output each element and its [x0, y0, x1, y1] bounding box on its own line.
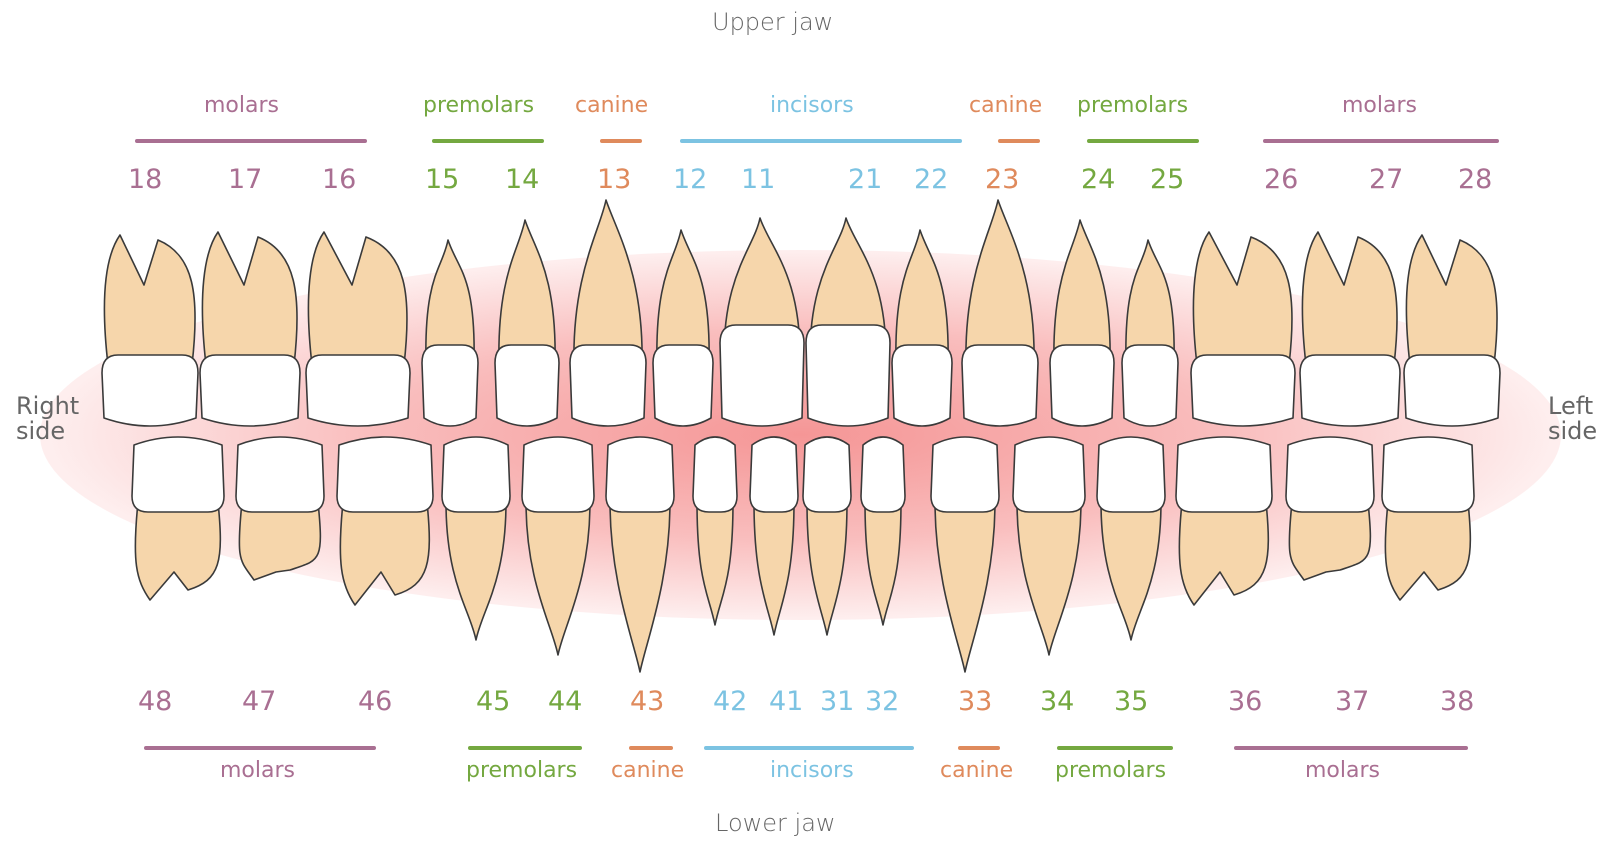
tooth-crown — [606, 437, 674, 512]
lower-tooth-46 — [337, 437, 433, 605]
upper-tooth-28 — [1404, 235, 1500, 426]
lower-tooth-44 — [522, 437, 594, 655]
tooth-root — [966, 200, 1034, 365]
tooth-crown — [1050, 345, 1114, 426]
tooth-crown — [750, 437, 798, 512]
tooth-crown — [1122, 345, 1178, 426]
tooth-crown — [1286, 437, 1374, 512]
tooth-crown — [803, 437, 851, 512]
tooth-root — [807, 502, 847, 635]
tooth-crown — [892, 345, 952, 426]
tooth-root — [697, 502, 733, 625]
lower-tooth-45 — [442, 437, 510, 640]
lower-tooth-34 — [1013, 437, 1085, 655]
tooth-root — [446, 502, 506, 640]
tooth-crown — [1404, 355, 1500, 426]
lower-tooth-48 — [132, 437, 224, 600]
lower-tooth-43 — [606, 437, 674, 672]
upper-tooth-16 — [306, 232, 410, 426]
tooth-crown — [442, 437, 510, 512]
upper-tooth-17 — [200, 232, 300, 426]
tooth-crown — [962, 345, 1038, 426]
tooth-crown — [1191, 355, 1295, 426]
upper-tooth-26 — [1191, 232, 1295, 426]
tooth-root — [1054, 220, 1110, 365]
lower-tooth-36 — [1176, 437, 1272, 605]
tooth-crown — [200, 355, 300, 426]
tooth-root — [935, 502, 995, 672]
tooth-crown — [522, 437, 594, 512]
lower-tooth-32 — [861, 437, 905, 625]
lower-tooth-31 — [803, 437, 851, 635]
tooth-crown — [236, 437, 324, 512]
upper-tooth-21 — [806, 218, 890, 426]
tooth-root — [1193, 232, 1292, 365]
upper-tooth-12 — [653, 230, 713, 426]
tooth-root — [1017, 502, 1081, 655]
tooth-crown — [720, 325, 804, 426]
lower-tooth-41 — [750, 437, 798, 635]
tooth-crown — [102, 355, 198, 426]
tooth-crown — [495, 345, 559, 426]
upper-tooth-24 — [1050, 220, 1114, 426]
tooth-root — [308, 232, 407, 365]
tooth-root — [499, 220, 555, 365]
lower-tooth-42 — [693, 437, 737, 625]
upper-tooth-14 — [495, 220, 559, 426]
upper-tooth-11 — [720, 218, 804, 426]
tooth-crown — [570, 345, 646, 426]
tooth-root — [1385, 502, 1470, 600]
tooth-root — [135, 502, 220, 600]
upper-tooth-25 — [1122, 240, 1178, 426]
tooth-root — [202, 232, 297, 365]
lower-tooth-37 — [1286, 437, 1374, 580]
tooth-root — [865, 502, 901, 625]
tooth-crown — [931, 437, 999, 512]
tooth-crown — [132, 437, 224, 512]
tooth-root — [1406, 235, 1497, 365]
tooth-root — [239, 502, 320, 580]
upper-tooth-22 — [892, 230, 952, 426]
lower-tooth-33 — [931, 437, 999, 672]
lower-tooth-47 — [236, 437, 324, 580]
upper-tooth-13 — [570, 200, 646, 426]
tooth-crown — [306, 355, 410, 426]
tooth-crown — [693, 437, 737, 512]
upper-tooth-15 — [422, 240, 478, 426]
tooth-crown — [806, 325, 890, 426]
tooth-crown — [1176, 437, 1272, 512]
tooth-root — [104, 235, 195, 365]
tooth-crown — [1013, 437, 1085, 512]
tooth-root — [574, 200, 642, 365]
tooth-crown — [861, 437, 905, 512]
lower-tooth-38 — [1382, 437, 1474, 600]
tooth-root — [526, 502, 590, 655]
tooth-root — [340, 502, 429, 605]
tooth-root — [610, 502, 670, 672]
tooth-root — [1179, 502, 1268, 605]
tooth-crown — [422, 345, 478, 426]
tooth-crown — [653, 345, 713, 426]
tooth-root — [1101, 502, 1161, 640]
tooth-crown — [337, 437, 433, 512]
upper-tooth-23 — [962, 200, 1038, 426]
tooth-crown — [1382, 437, 1474, 512]
tooth-crown — [1097, 437, 1165, 512]
tooth-crown — [1300, 355, 1400, 426]
tooth-root — [754, 502, 794, 635]
lower-tooth-35 — [1097, 437, 1165, 640]
upper-tooth-18 — [102, 235, 198, 426]
upper-tooth-27 — [1300, 232, 1400, 426]
tooth-root — [1289, 502, 1370, 580]
tooth-root — [1302, 232, 1397, 365]
